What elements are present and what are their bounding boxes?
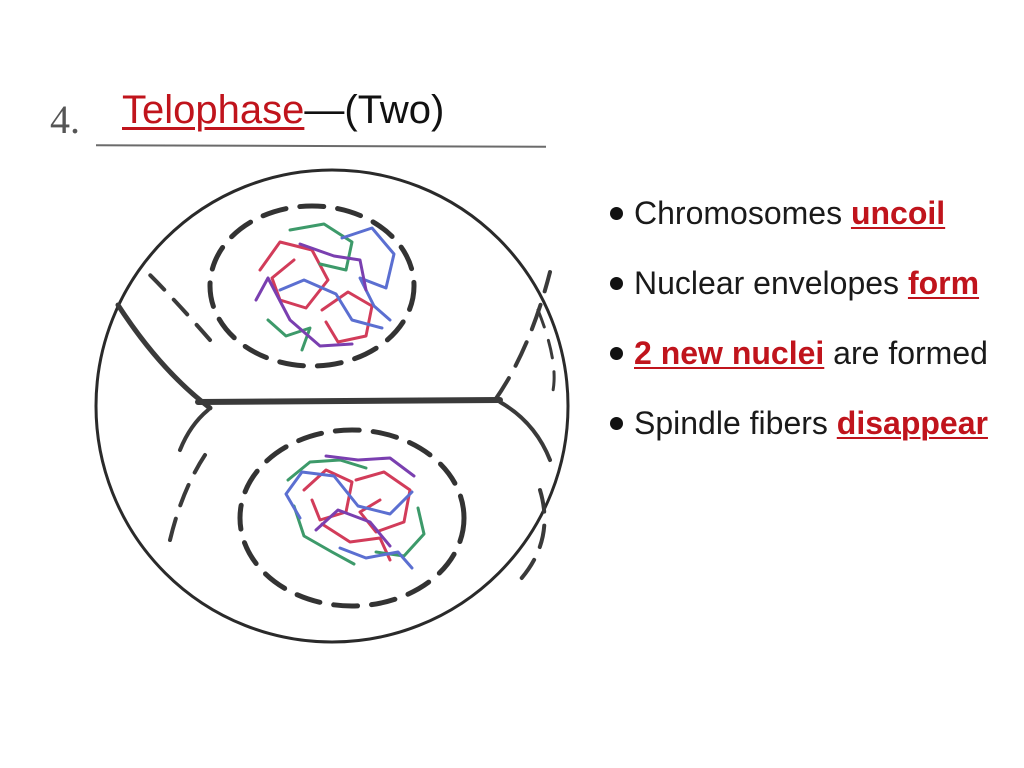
bullet-item: 2 new nuclei are formed (606, 330, 1006, 376)
bullet-list: Chromosomes uncoil Nuclear envelopes for… (606, 190, 1006, 470)
bullet-item: Spindle fibers disappear (606, 400, 1006, 446)
bullet-item: Nuclear envelopes form (606, 260, 1006, 306)
chromatin-bottom (284, 454, 426, 570)
cleavage-furrow (115, 270, 556, 582)
bullet-dot-icon (610, 347, 623, 360)
title-phase: Telophase (122, 88, 305, 132)
step-number: 4. (50, 97, 80, 142)
title-suffix: —(Two) (304, 88, 445, 132)
bullet-dot-icon (610, 277, 623, 290)
slide-title: Telophase—(Two) (122, 88, 444, 133)
bullet-dot-icon (610, 417, 623, 430)
keyword-new-nuclei: 2 new nuclei (634, 335, 825, 371)
cell-membrane (94, 168, 570, 644)
bullet-dot-icon (610, 207, 623, 220)
title-underline (95, 144, 547, 148)
nuclear-envelope-bottom (237, 427, 467, 609)
telophase-diagram (94, 168, 570, 644)
keyword-uncoil: uncoil (850, 195, 946, 231)
chromatin-top (254, 222, 396, 352)
nuclear-envelope-top (207, 203, 417, 369)
keyword-form: form (907, 265, 980, 301)
bullet-item: Chromosomes uncoil (606, 190, 1006, 236)
keyword-disappear: disappear (836, 405, 988, 441)
